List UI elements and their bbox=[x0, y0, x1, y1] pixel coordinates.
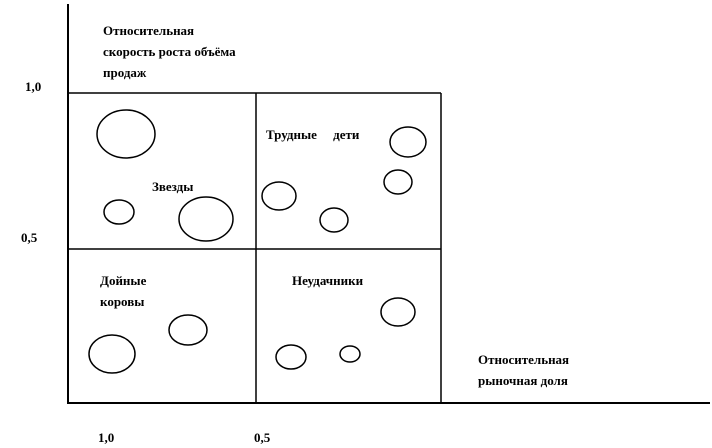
problem-children-circle bbox=[261, 181, 297, 211]
stars-quadrant-label: Звезды bbox=[152, 179, 194, 194]
x-tick-label: 0,5 bbox=[254, 430, 271, 445]
cash-cows-quadrant-label: Дойные коровы bbox=[100, 273, 147, 309]
y-axis-title: Относительная скорость роста объёма прод… bbox=[103, 23, 236, 80]
y-tick-label: 0,5 bbox=[21, 230, 38, 245]
x-tick-label: 1,0 bbox=[98, 430, 115, 445]
problem-children-quadrant-label: Трудные дети bbox=[266, 127, 360, 142]
stars-circle bbox=[178, 196, 234, 242]
dogs-quadrant-label: Неудачники bbox=[292, 273, 364, 288]
stars-circle bbox=[103, 199, 135, 225]
cash-cows-circle bbox=[88, 334, 136, 374]
cash-cows-circle bbox=[168, 314, 208, 346]
stars-circle bbox=[96, 109, 156, 159]
x-axis-title: Относительная рыночная доля bbox=[478, 352, 570, 388]
dogs-circle bbox=[380, 297, 416, 327]
problem-children-circle bbox=[389, 126, 427, 158]
dogs-circle bbox=[275, 344, 307, 370]
y-tick-label: 1,0 bbox=[25, 79, 42, 94]
dogs-circle bbox=[339, 345, 361, 363]
problem-children-circle bbox=[383, 169, 413, 195]
problem-children-circle bbox=[319, 207, 349, 233]
